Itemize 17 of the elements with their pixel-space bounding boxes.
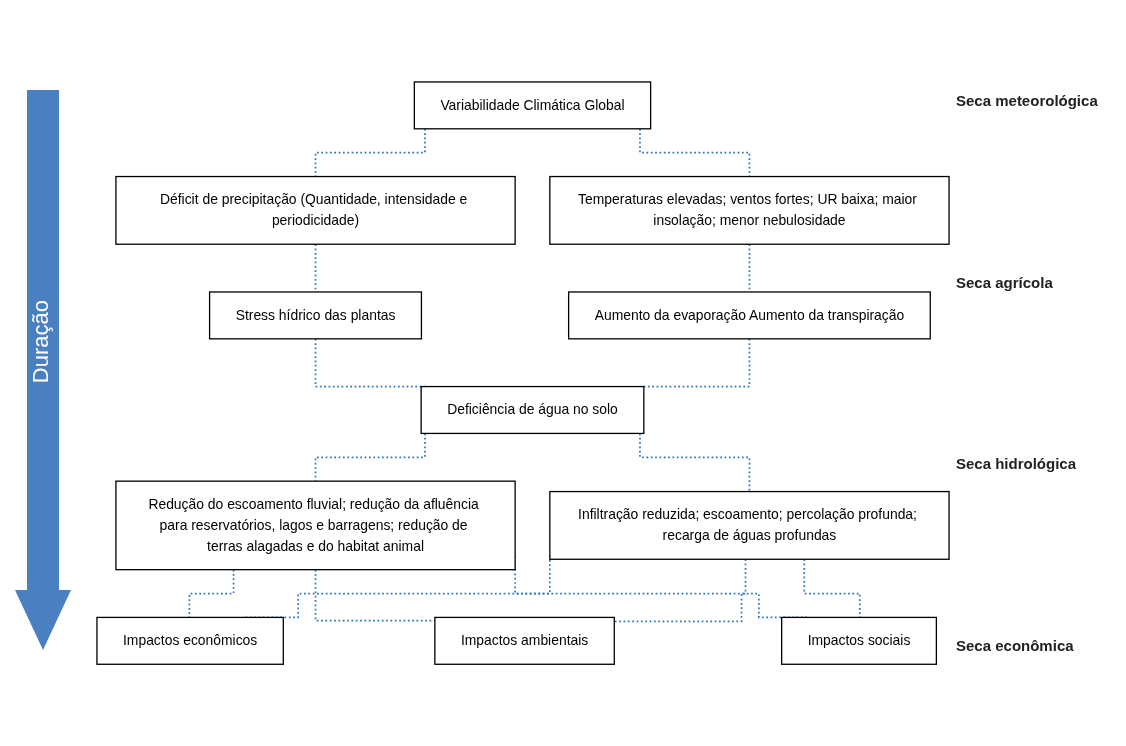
node-box: Stress hídrico das plantas	[208, 291, 423, 340]
node-box: Impactos ambientais	[434, 616, 615, 665]
node-box: Aumento da evaporação Aumento da transpiração	[568, 291, 931, 340]
node-box: Impactos econômicos	[96, 616, 284, 665]
node-box: Infiltração reduzida; escoamento; percolação profunda; recarga de águas profundas	[549, 490, 950, 560]
node-box: Redução do escoamento fluvial; redução da afluência para reservatórios, lagos e barragens; redução de terras alagadas e do habitat animal	[115, 480, 516, 571]
connector	[639, 432, 751, 493]
node-box: Temperaturas elevadas; ventos fortes; UR baixa; maior insolação; menor nebulosidade	[549, 175, 950, 245]
node-box: Variabilidade Climática Global	[413, 81, 652, 130]
stage-label: Seca agrícola	[956, 273, 1054, 291]
stage-label: Seca hidrológica	[956, 455, 1078, 473]
node-box: Déficit de precipitação (Quantidade, intensidade e periodicidade)	[115, 175, 516, 245]
axis-label: Duração	[28, 300, 54, 384]
node-box: Deficiência de água no solo	[420, 385, 645, 434]
stage-label: Seca econômica	[956, 636, 1075, 654]
node-box: Impactos sociais	[781, 616, 937, 665]
stage-label: Seca meteorológica	[956, 92, 1099, 110]
